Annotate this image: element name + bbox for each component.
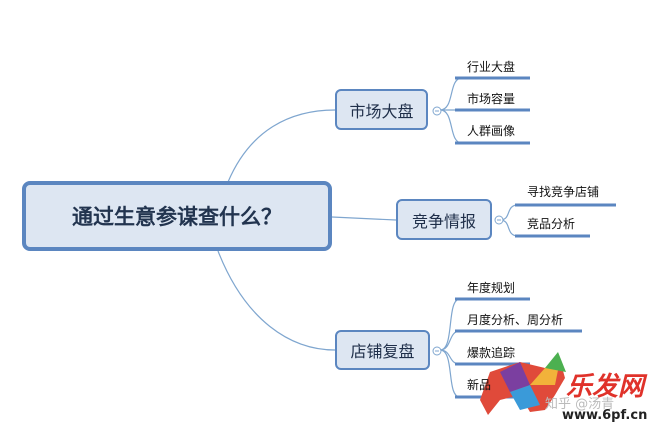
connector-store-leaves bbox=[439, 298, 461, 398]
connector-root-market bbox=[227, 109, 336, 183]
leaf-annual-plan[interactable]: 年度规划 bbox=[467, 281, 516, 295]
branch-market[interactable]: 市场大盘 bbox=[335, 89, 428, 130]
leaf-market-capacity[interactable]: 市场容量 bbox=[467, 92, 516, 106]
leaf-industry[interactable]: 行业大盘 bbox=[467, 60, 516, 74]
bull-logo-icon bbox=[480, 352, 566, 415]
connector-root-store bbox=[217, 250, 336, 351]
leaf-hot-item-tracking[interactable]: 爆款追踪 bbox=[467, 346, 516, 360]
leaf-monthly-weekly[interactable]: 月度分析、周分析 bbox=[467, 313, 564, 327]
root-node[interactable]: 通过生意参谋查什么？ bbox=[22, 181, 332, 251]
connector-root-competition bbox=[331, 216, 397, 221]
leaf-find-competitors[interactable]: 寻找竞争店铺 bbox=[527, 185, 600, 199]
leaf-new-product[interactable]: 新品 bbox=[467, 378, 492, 392]
leaf-competitor-products[interactable]: 竞品分析 bbox=[527, 217, 576, 231]
branch-competition[interactable]: 竞争情报 bbox=[396, 199, 492, 240]
branch-store[interactable]: 店铺复盘 bbox=[335, 330, 430, 370]
watermark-url: www.6pf.cn bbox=[562, 408, 648, 423]
leaf-crowd-portrait[interactable]: 人群画像 bbox=[467, 124, 516, 138]
watermark-brand: 乐发网 bbox=[566, 372, 645, 402]
watermark-zhihu: 知乎 @汤青 bbox=[545, 397, 615, 412]
